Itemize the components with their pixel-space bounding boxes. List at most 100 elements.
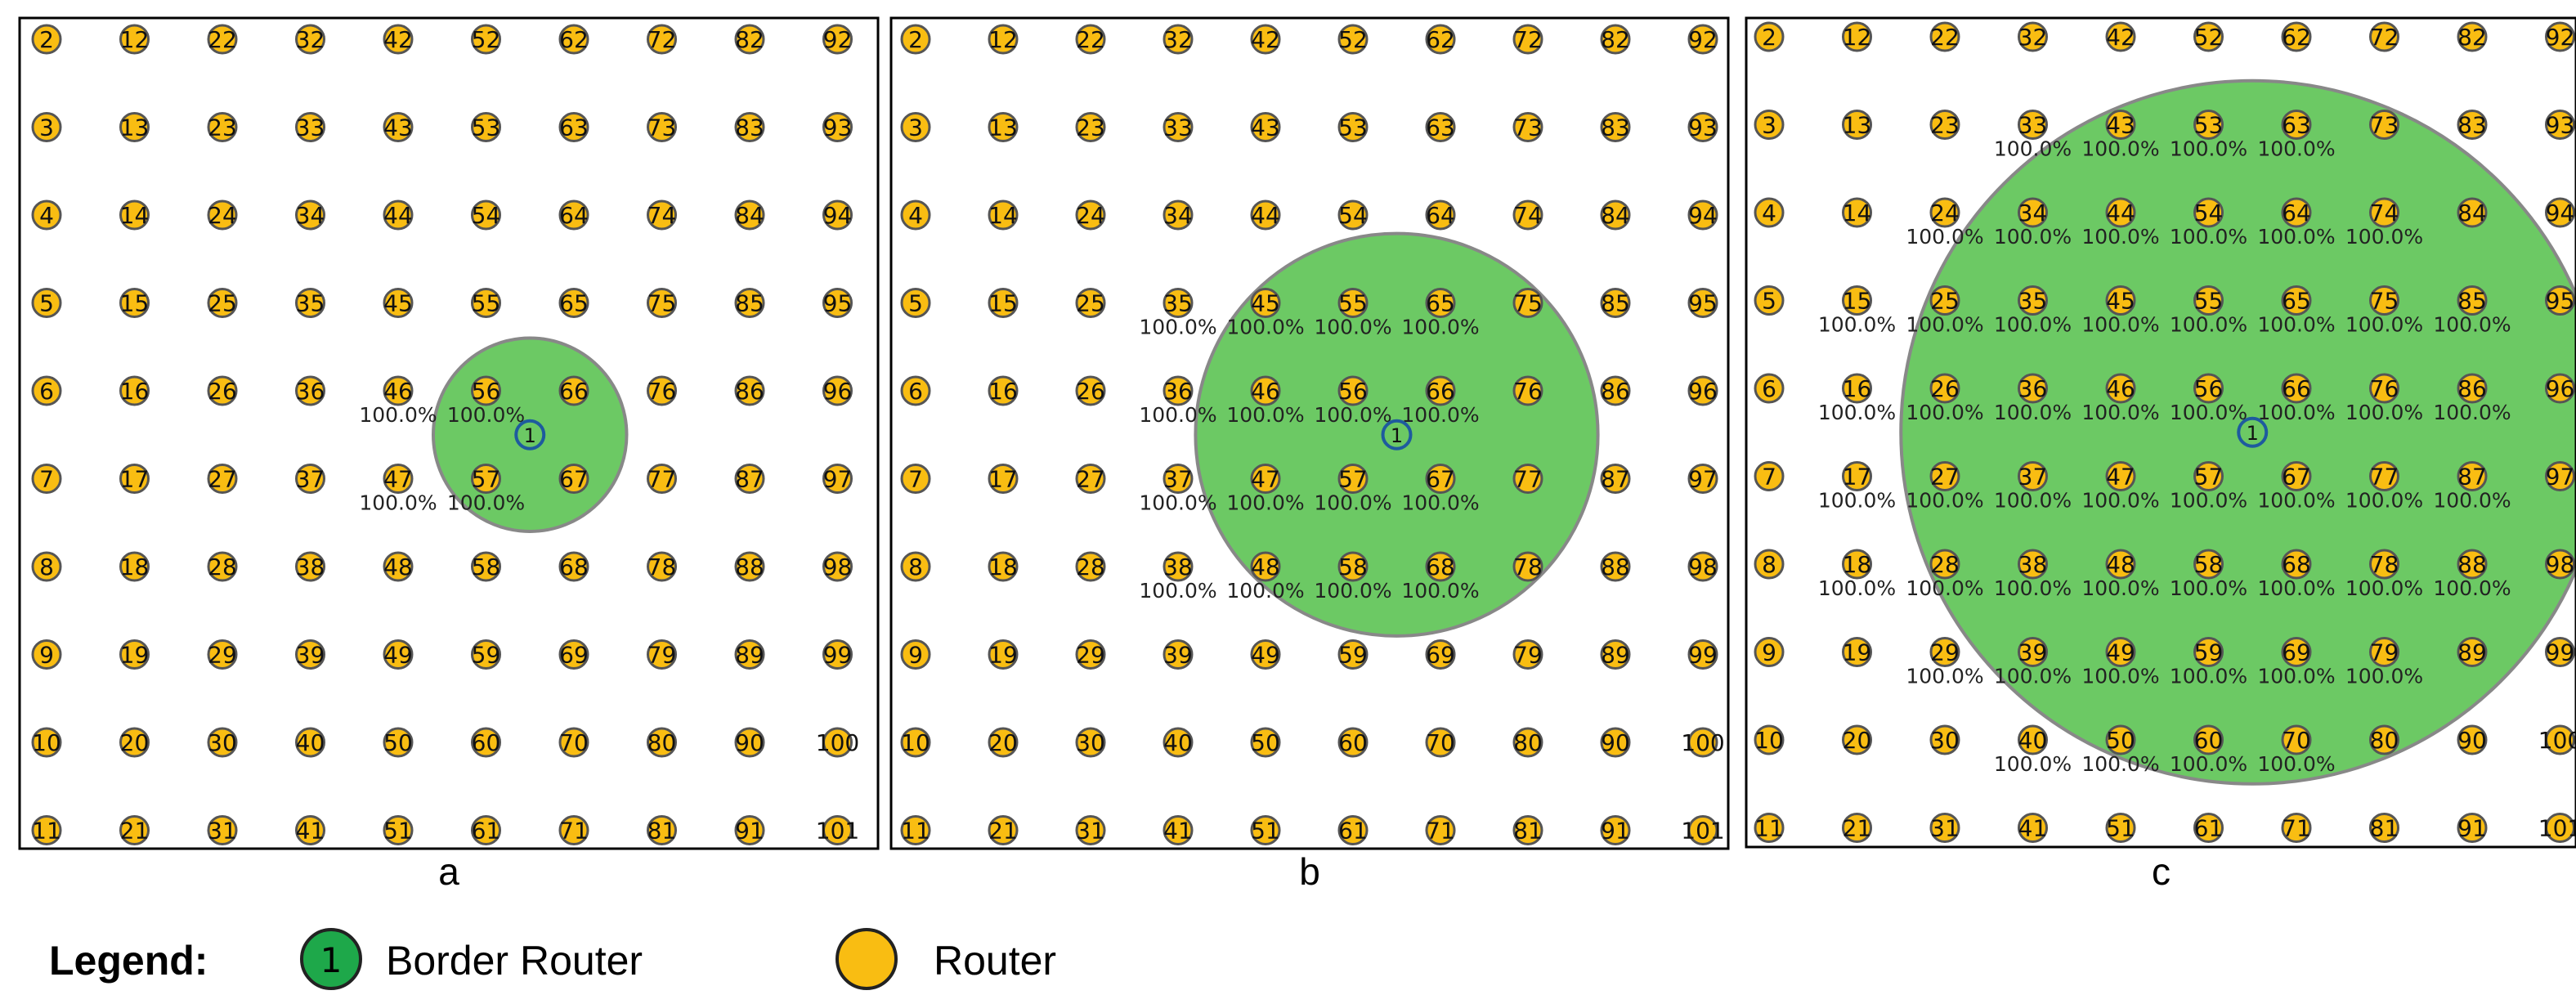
router-icon bbox=[2193, 461, 2224, 491]
router-id-label: 43 bbox=[1251, 114, 1280, 141]
router-id-label: 39 bbox=[2018, 639, 2048, 666]
router-icon bbox=[1250, 464, 1281, 494]
coverage-percent-label: 100.0% bbox=[2257, 137, 2335, 161]
router-icon bbox=[2457, 110, 2488, 140]
legend-router-icon bbox=[836, 928, 898, 990]
router-node: 42 bbox=[1250, 24, 1281, 55]
router-icon bbox=[988, 551, 1019, 582]
router-id-label: 15 bbox=[988, 290, 1018, 317]
coverage-percent-label: 100.0% bbox=[1314, 403, 1391, 427]
router-node: 15 bbox=[988, 288, 1019, 318]
coverage-percent-label: 100.0% bbox=[1139, 579, 1216, 603]
router-node: 91 bbox=[734, 815, 765, 845]
router-node: 27 bbox=[1075, 464, 1106, 494]
router-node: 42 bbox=[2105, 21, 2136, 52]
router-id-label: 53 bbox=[472, 114, 501, 141]
router-icon bbox=[2018, 21, 2048, 52]
router-node: 53 bbox=[1337, 112, 1369, 142]
router-icon bbox=[1842, 197, 1872, 228]
router-icon bbox=[1929, 197, 1960, 228]
router-icon bbox=[1425, 199, 1456, 231]
router-node: 95 bbox=[822, 288, 853, 318]
router-icon bbox=[1337, 815, 1369, 845]
router-id-label: 20 bbox=[1843, 727, 1872, 754]
router-id-label: 17 bbox=[120, 466, 150, 493]
router-icon bbox=[1600, 288, 1631, 318]
router-id-label: 45 bbox=[2106, 288, 2135, 315]
router-icon bbox=[1163, 815, 1194, 845]
router-icon bbox=[1754, 197, 1785, 228]
router-node: 98 bbox=[2545, 549, 2575, 580]
coverage-percent-label: 100.0% bbox=[2081, 401, 2159, 424]
router-id-label: 68 bbox=[1426, 554, 1455, 580]
router-icon bbox=[1337, 464, 1369, 494]
router-id-label: 45 bbox=[1251, 290, 1280, 317]
router-icon bbox=[1687, 199, 1718, 231]
router-node: 74 bbox=[1512, 199, 1543, 231]
router-node: 78 bbox=[647, 551, 677, 582]
router-node: 5 bbox=[900, 288, 931, 318]
router-id-label: 57 bbox=[2194, 464, 2224, 491]
router-node: 22 bbox=[1075, 24, 1106, 55]
router-id-label: 86 bbox=[735, 378, 764, 405]
router-icon bbox=[471, 727, 501, 758]
router-icon bbox=[2105, 197, 2136, 228]
router-node: 33 bbox=[295, 112, 325, 142]
router-node: 61 bbox=[2193, 813, 2224, 843]
router-node: 70 bbox=[558, 727, 589, 758]
router-id-label: 92 bbox=[1688, 26, 1718, 53]
router-icon bbox=[2457, 285, 2488, 316]
router-id-label: 46 bbox=[1251, 378, 1280, 405]
router-id-label: 73 bbox=[1513, 114, 1543, 141]
router-icon bbox=[1337, 112, 1369, 142]
router-icon bbox=[2105, 21, 2136, 52]
router-icon bbox=[2281, 197, 2312, 228]
router-id-label: 22 bbox=[208, 26, 237, 53]
router-icon bbox=[207, 112, 238, 142]
router-icon bbox=[295, 375, 325, 406]
panel-frame bbox=[1745, 16, 2576, 849]
coverage-percent-label: 100.0% bbox=[1401, 403, 1479, 427]
coverage-percent-label: 100.0% bbox=[1994, 401, 2072, 424]
router-node: 37 bbox=[295, 464, 325, 494]
router-id-label: 24 bbox=[208, 202, 237, 229]
router-id-label: 26 bbox=[208, 378, 237, 405]
router-id-label: 92 bbox=[823, 26, 853, 53]
router-id-label: 20 bbox=[120, 729, 150, 756]
router-node: 59 bbox=[471, 639, 501, 670]
router-icon bbox=[1337, 551, 1369, 582]
router-id-label: 21 bbox=[988, 818, 1018, 845]
router-node: 99 bbox=[1687, 639, 1718, 670]
router-node: 101 bbox=[2538, 813, 2576, 843]
router-id-label: 38 bbox=[2018, 551, 2048, 578]
coverage-percent-label: 100.0% bbox=[1139, 491, 1216, 515]
router-node: 54 bbox=[1337, 199, 1369, 231]
router-icon bbox=[471, 815, 501, 845]
router-id-label: 77 bbox=[647, 466, 677, 493]
router-id-label: 31 bbox=[1076, 818, 1105, 845]
router-id-label: 44 bbox=[2106, 199, 2135, 226]
coverage-percent-label: 100.0% bbox=[1818, 489, 1896, 513]
router-icon bbox=[31, 288, 62, 318]
router-id-label: 4 bbox=[908, 202, 923, 229]
border-router-icon bbox=[514, 419, 546, 450]
coverage-percent-label: 100.0% bbox=[1314, 579, 1391, 603]
router-node: 71 bbox=[558, 815, 589, 845]
router-node: 7 bbox=[1754, 461, 1785, 491]
router-icon bbox=[1929, 549, 1960, 580]
coverage-percent-label: 100.0% bbox=[2170, 489, 2247, 513]
router-node: 58 bbox=[471, 551, 501, 582]
router-id-label: 89 bbox=[1601, 642, 1630, 669]
router-id-label: 71 bbox=[2282, 815, 2311, 842]
router-icon bbox=[1337, 24, 1369, 55]
